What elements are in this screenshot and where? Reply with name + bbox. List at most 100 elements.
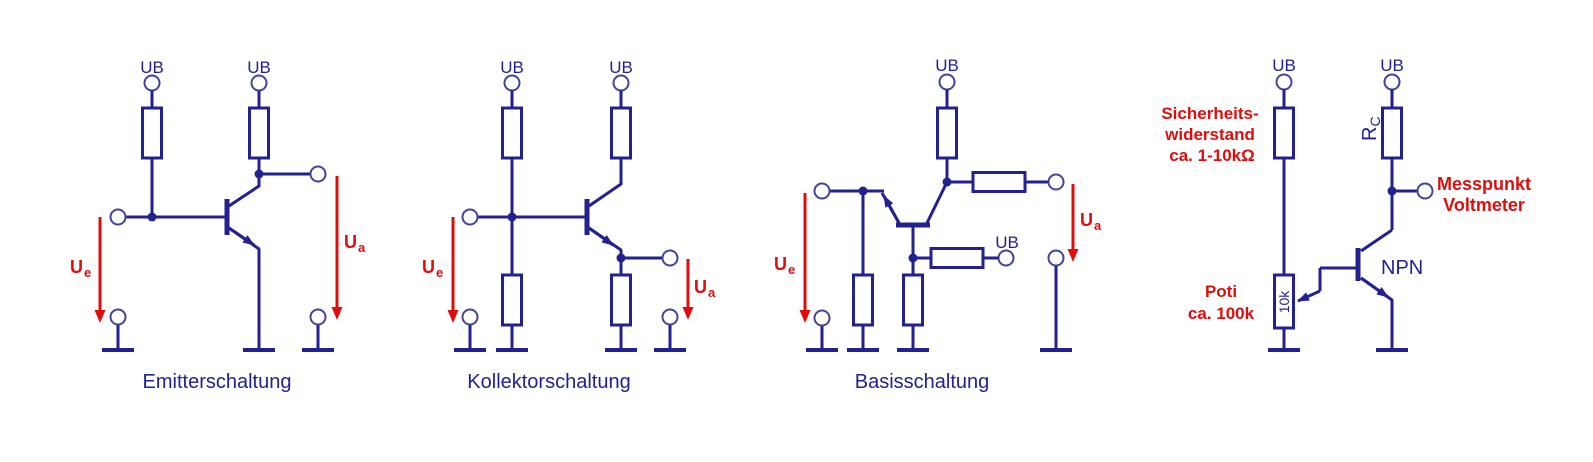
input-terminal — [461, 208, 479, 226]
potentiometer-value: 10k — [1276, 290, 1292, 314]
supply-terminal — [1383, 73, 1401, 91]
supply-terminal — [612, 74, 630, 92]
measure-note: Messpunkt Voltmeter — [1437, 174, 1531, 215]
note-line: Sicherheits- — [1161, 104, 1258, 123]
supply-label: UB — [995, 233, 1019, 252]
collector-resistor — [610, 106, 632, 160]
note-line: Poti — [1205, 282, 1237, 301]
supply-terminal — [1275, 73, 1293, 91]
input-terminal — [109, 208, 127, 226]
output-ground-terminal — [309, 308, 327, 326]
output-voltage-label: Ua — [694, 277, 716, 300]
emitter-arrow — [588, 226, 614, 247]
safety-resistor — [1273, 106, 1295, 160]
base-resistor — [141, 106, 163, 160]
supply-terminal — [503, 74, 521, 92]
input-voltage-arrow — [94, 217, 106, 323]
collector-circuit: UB UB — [422, 58, 716, 393]
junction-dot — [908, 253, 918, 263]
circuit-title: Emitterschaltung — [143, 371, 292, 393]
input-ground-terminal — [813, 309, 831, 327]
output-series-resistor — [971, 171, 1027, 193]
base-lower-resistor — [902, 273, 924, 327]
wiper-arrow — [1297, 289, 1321, 303]
circuit-title: Basisschaltung — [855, 371, 990, 393]
base-resistor-upper — [501, 106, 523, 160]
base-circuit: UB UB — [774, 56, 1102, 393]
supply-label: UB — [247, 58, 271, 77]
supply-label: UB — [1380, 56, 1404, 75]
output-terminal — [1047, 173, 1065, 191]
output-ground-terminal — [1047, 249, 1065, 267]
npn-transistor — [584, 158, 623, 258]
wires — [468, 90, 672, 349]
wires — [116, 90, 320, 349]
emitter-arrow — [1360, 276, 1389, 299]
measure-terminal — [1416, 182, 1434, 200]
note-line: ca. 100k — [1188, 304, 1255, 323]
emitter-circuit: UB UB — [70, 58, 366, 393]
transistor-type-label: NPN — [1381, 257, 1423, 279]
npn-transistor — [880, 181, 949, 228]
collector-resistor — [248, 106, 270, 160]
emitter-resistor — [610, 273, 632, 327]
junction-dot — [858, 186, 868, 196]
input-voltage-label: Ue — [70, 257, 91, 280]
junction-dot — [507, 212, 517, 222]
base-resistor-lower — [501, 273, 523, 327]
supply-terminal — [938, 73, 956, 91]
junction-dot — [254, 169, 264, 179]
input-voltage-label: Ue — [422, 257, 443, 280]
test-circuit: UB UB 10k RC NPN — [1161, 56, 1531, 352]
supply-label: UB — [935, 56, 959, 75]
supply-terminal — [997, 249, 1015, 267]
input-terminal — [813, 182, 831, 200]
supply-label: UB — [609, 58, 633, 77]
emitter-arrow — [882, 195, 901, 224]
output-terminal — [661, 249, 679, 267]
junction-dot — [616, 253, 626, 263]
output-voltage-arrow — [1067, 184, 1079, 262]
wires — [820, 89, 1058, 349]
note-line: Voltmeter — [1443, 195, 1525, 215]
wires — [1282, 89, 1418, 349]
supply-label: UB — [140, 58, 164, 77]
npn-transistor — [1355, 228, 1394, 349]
input-voltage-arrow — [447, 217, 459, 323]
junction-dot — [1387, 186, 1397, 196]
output-voltage-arrow — [682, 259, 694, 320]
note-line: Messpunkt — [1437, 174, 1531, 194]
potentiometer — [1273, 273, 1295, 330]
junction-dot — [942, 177, 952, 187]
supply-label: UB — [500, 58, 524, 77]
collector-lead — [1360, 228, 1393, 253]
emitter-lead — [228, 226, 261, 349]
collector-resistor — [936, 106, 958, 160]
output-voltage-label: Ua — [1080, 210, 1102, 233]
collector-resistor — [1381, 106, 1403, 160]
output-voltage-arrow — [331, 176, 343, 320]
input-voltage-label: Ue — [774, 254, 795, 277]
supply-terminal — [250, 74, 268, 92]
output-ground-terminal — [661, 308, 679, 326]
note-line: ca. 1-10kΩ — [1169, 146, 1254, 165]
note-line: widerstand — [1164, 125, 1255, 144]
circuit-title: Kollektorschaltung — [467, 371, 630, 393]
input-ground-terminal — [109, 308, 127, 326]
supply-label: UB — [1272, 56, 1296, 75]
poti-note: Poti ca. 100k — [1188, 282, 1255, 323]
collector-lead — [228, 174, 261, 208]
collector-lead — [925, 181, 949, 224]
junction-dot — [147, 212, 157, 222]
emitter-resistor — [852, 273, 874, 327]
collector-resistor-label: RC — [1359, 116, 1383, 141]
input-ground-terminal — [461, 308, 479, 326]
npn-transistor — [224, 174, 261, 349]
safety-resistor-note: Sicherheits- widerstand ca. 1-10kΩ — [1161, 104, 1258, 165]
base-supply-resistor — [929, 247, 985, 269]
input-voltage-arrow — [799, 193, 811, 323]
output-terminal — [309, 165, 327, 183]
supply-terminal — [143, 74, 161, 92]
